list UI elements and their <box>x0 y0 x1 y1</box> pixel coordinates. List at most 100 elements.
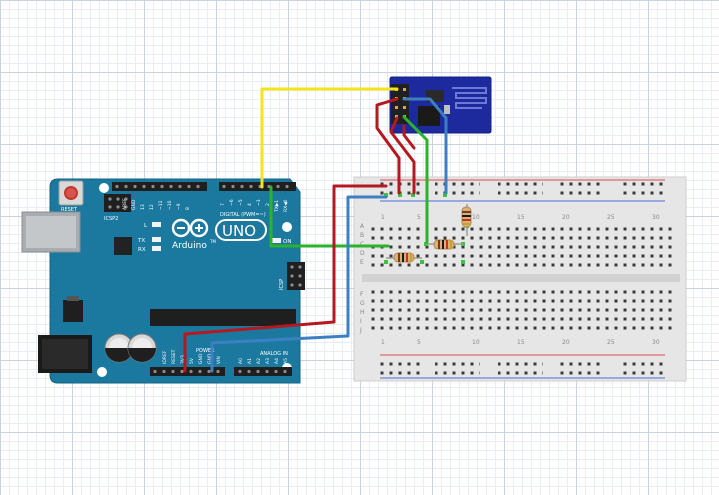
wire-red-5v <box>183 184 388 373</box>
pin-label: 7 <box>220 203 226 206</box>
uno-label: UNO <box>222 222 256 240</box>
pin-label: 4 <box>247 203 253 206</box>
arduino-uno-board: RESET ICSP2 AREF GND 13 12 ~11 ~10 ~9 8 … <box>21 178 305 384</box>
gnd-label: GND <box>131 199 137 210</box>
reset-button[interactable] <box>58 180 84 206</box>
on-label: ON <box>283 239 291 245</box>
pin-label: 5V <box>189 357 195 364</box>
column-number: 25 <box>607 214 615 221</box>
column-number: 20 <box>562 339 570 346</box>
terminal-strip-top <box>369 222 675 267</box>
wire-green-esp <box>402 115 429 244</box>
breadboard: 1 5 10 15 20 25 30 A B C D E F G H I J <box>353 176 687 382</box>
pin-label: 2 <box>265 203 271 206</box>
column-number: 1 <box>381 214 385 221</box>
pin-label: ~11 <box>158 200 164 210</box>
pin-label: 13 <box>140 204 146 210</box>
reset-label: RESET <box>61 207 78 213</box>
mounting-hole <box>282 222 292 232</box>
power-label: POWER <box>196 348 215 354</box>
row-letter: G <box>360 300 365 307</box>
esp01-wifi-module <box>389 76 492 134</box>
rx-led-label: RX <box>138 247 146 253</box>
row-letter: J <box>359 327 362 334</box>
power-header <box>150 367 225 376</box>
pin-label: ~10 <box>167 200 173 210</box>
aref-label: AREF <box>122 198 128 210</box>
wire-red-esp-1 <box>375 97 401 195</box>
row-letter: B <box>360 232 364 239</box>
terminal-strip-bottom <box>369 290 675 335</box>
analog-pin-labels: A0 A1 A2 A3 A4 A5 <box>238 358 289 364</box>
mounting-hole <box>97 367 107 377</box>
trademark: TM <box>209 239 216 244</box>
usb-interface-chip <box>114 237 132 255</box>
pin-label: RESET <box>171 349 177 364</box>
l-led-label: L <box>144 223 148 229</box>
icsp2-label: ICSP2 <box>104 216 118 222</box>
rx-pin-label: RX◀0 <box>283 199 289 212</box>
crystal <box>444 105 450 114</box>
column-number: 25 <box>607 339 615 346</box>
column-number: 10 <box>472 339 480 346</box>
pin-label: ~6 <box>229 199 235 206</box>
row-letters-bottom: F G H I J <box>359 291 365 334</box>
icsp-label: ICSP <box>279 279 285 290</box>
pin-label: 8 <box>185 207 191 210</box>
pin-label: ~5 <box>238 199 244 206</box>
row-letter: H <box>360 309 365 316</box>
pin-label: GND <box>198 353 204 364</box>
pin-label: VIN <box>216 356 222 364</box>
power-pin-labels: IOREF RESET 3V3 5V GND GND VIN <box>162 349 222 364</box>
top-power-rail <box>380 179 665 202</box>
icsp2-header <box>104 194 131 212</box>
resistor <box>426 239 463 250</box>
esp-pin-header <box>391 84 409 124</box>
tx-led-label: TX <box>137 238 145 244</box>
resistor <box>386 252 422 263</box>
resistor <box>461 204 472 236</box>
pin-label: A5 <box>283 358 289 364</box>
power-jack <box>38 335 92 373</box>
digital-label: DIGITAL (PWM=~) <box>220 212 266 218</box>
column-number: 15 <box>517 214 525 221</box>
column-number: 1 <box>381 339 385 346</box>
pin-label: A0 <box>238 358 244 364</box>
arduino-brand: Arduino <box>172 241 207 251</box>
column-number: 20 <box>562 214 570 221</box>
wire-red-esp-2 <box>389 116 416 195</box>
row-letter: A <box>360 223 365 230</box>
center-channel <box>362 274 680 282</box>
usb-connector <box>21 211 81 253</box>
capacitor <box>127 333 157 363</box>
analog-header <box>234 367 292 376</box>
column-number: 5 <box>417 339 421 346</box>
pin-label: A1 <box>247 358 253 364</box>
esp-chip <box>418 106 440 126</box>
digital-header-pins <box>115 184 289 189</box>
pin-label: ~9 <box>176 203 182 210</box>
arduino-logo <box>171 218 209 238</box>
icsp-header <box>287 262 305 290</box>
column-number: 30 <box>652 339 660 346</box>
on-led <box>272 238 281 243</box>
column-numbers-bottom: 1 5 10 15 20 25 30 <box>381 339 660 346</box>
pin-label: ~3 <box>256 199 262 206</box>
pin-label: A3 <box>265 358 271 364</box>
pin-label: GND <box>207 353 213 364</box>
antenna-trace <box>452 87 487 109</box>
column-number: 15 <box>517 339 525 346</box>
capacitor <box>104 333 134 363</box>
row-letter: D <box>360 250 365 257</box>
tx-pin-label: TX▶1 <box>274 200 280 213</box>
wire-yellow <box>260 87 399 189</box>
pin-label: IOREF <box>162 350 168 364</box>
digital-pin-labels: AREF GND 13 12 ~11 ~10 ~9 8 7 ~6 ~5 4 ~3… <box>122 198 289 213</box>
uno-badge <box>215 219 267 241</box>
bottom-power-rail <box>380 354 665 379</box>
pin-label: 12 <box>149 204 155 210</box>
column-numbers-top: 1 5 10 15 20 25 30 <box>381 214 660 221</box>
mounting-hole <box>99 183 109 193</box>
microcontroller-chip <box>150 309 296 326</box>
